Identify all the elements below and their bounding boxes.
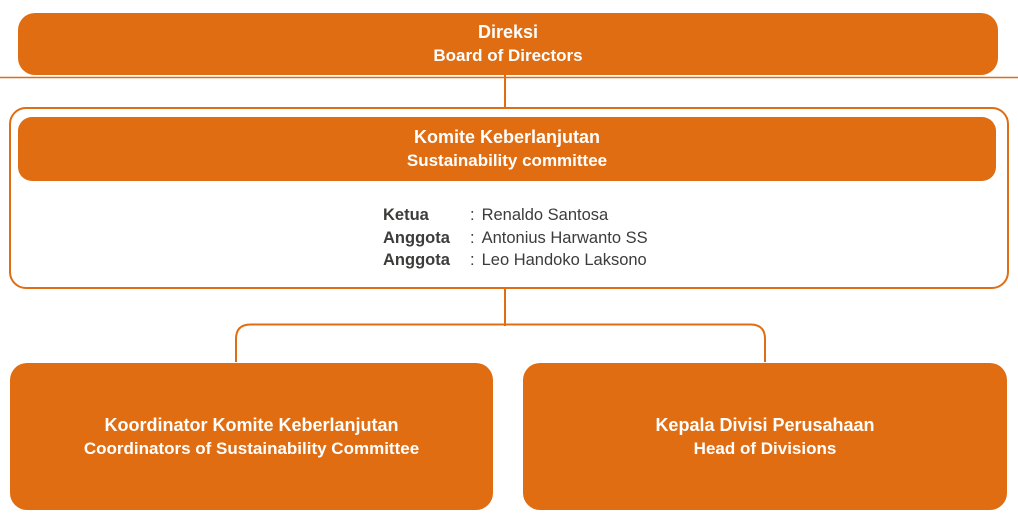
node-title: Koordinator Komite Keberlanjutan — [104, 414, 399, 435]
member-row: Anggota : Leo Handoko Laksono — [383, 249, 648, 272]
member-role: Anggota — [383, 228, 450, 247]
connector-bracket — [235, 323, 766, 362]
member-row: Anggota : Antonius Harwanto SS — [383, 227, 648, 250]
node-koordinator-komite: Koordinator Komite Keberlanjutan Coordin… — [10, 363, 493, 510]
member-separator: : — [470, 251, 475, 269]
node-subtitle: Sustainability committee — [406, 151, 608, 170]
member-name: Leo Handoko Laksono — [481, 251, 647, 269]
node-komite-keberlanjutan: Komite Keberlanjutan Sustainability comm… — [18, 117, 996, 181]
node-subtitle: Coordinators of Sustainability Committee — [83, 438, 420, 458]
node-title: Kepala Divisi Perusahaan — [655, 414, 875, 435]
member-role: Ketua — [383, 206, 429, 224]
member-name: Antonius Harwanto SS — [481, 228, 648, 247]
node-title: Komite Keberlanjutan — [413, 127, 601, 147]
node-subtitle: Head of Divisions — [693, 438, 837, 458]
node-direksi: Direksi Board of Directors — [18, 13, 998, 75]
member-separator: : — [470, 228, 475, 247]
committee-members: Ketua : Renaldo Santosa Anggota : Antoni… — [383, 204, 648, 272]
node-kepala-divisi: Kepala Divisi Perusahaan Head of Divisio… — [523, 363, 1007, 510]
member-name: Renaldo Santosa — [481, 206, 609, 224]
node-subtitle: Board of Directors — [433, 46, 583, 65]
member-role: Anggota — [383, 251, 450, 269]
node-title: Direksi — [477, 22, 539, 42]
committee-container: Komite Keberlanjutan Sustainability comm… — [9, 107, 1009, 289]
member-row: Ketua : Renaldo Santosa — [383, 204, 648, 227]
member-separator: : — [470, 206, 475, 224]
